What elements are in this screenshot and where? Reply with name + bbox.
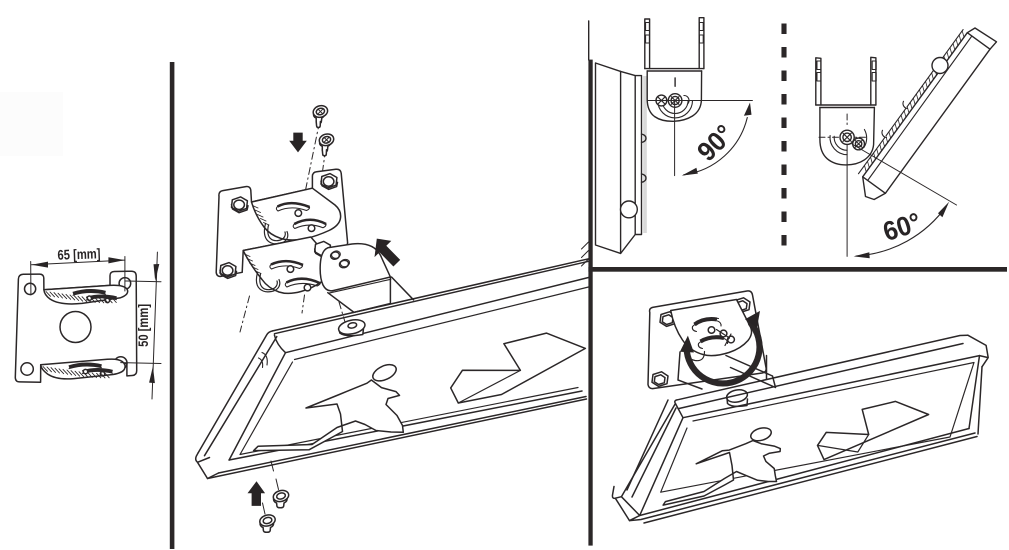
svg-text:65 [mm]: 65 [mm] [57, 245, 101, 262]
svg-text:50 [mm]: 50 [mm] [135, 304, 151, 347]
